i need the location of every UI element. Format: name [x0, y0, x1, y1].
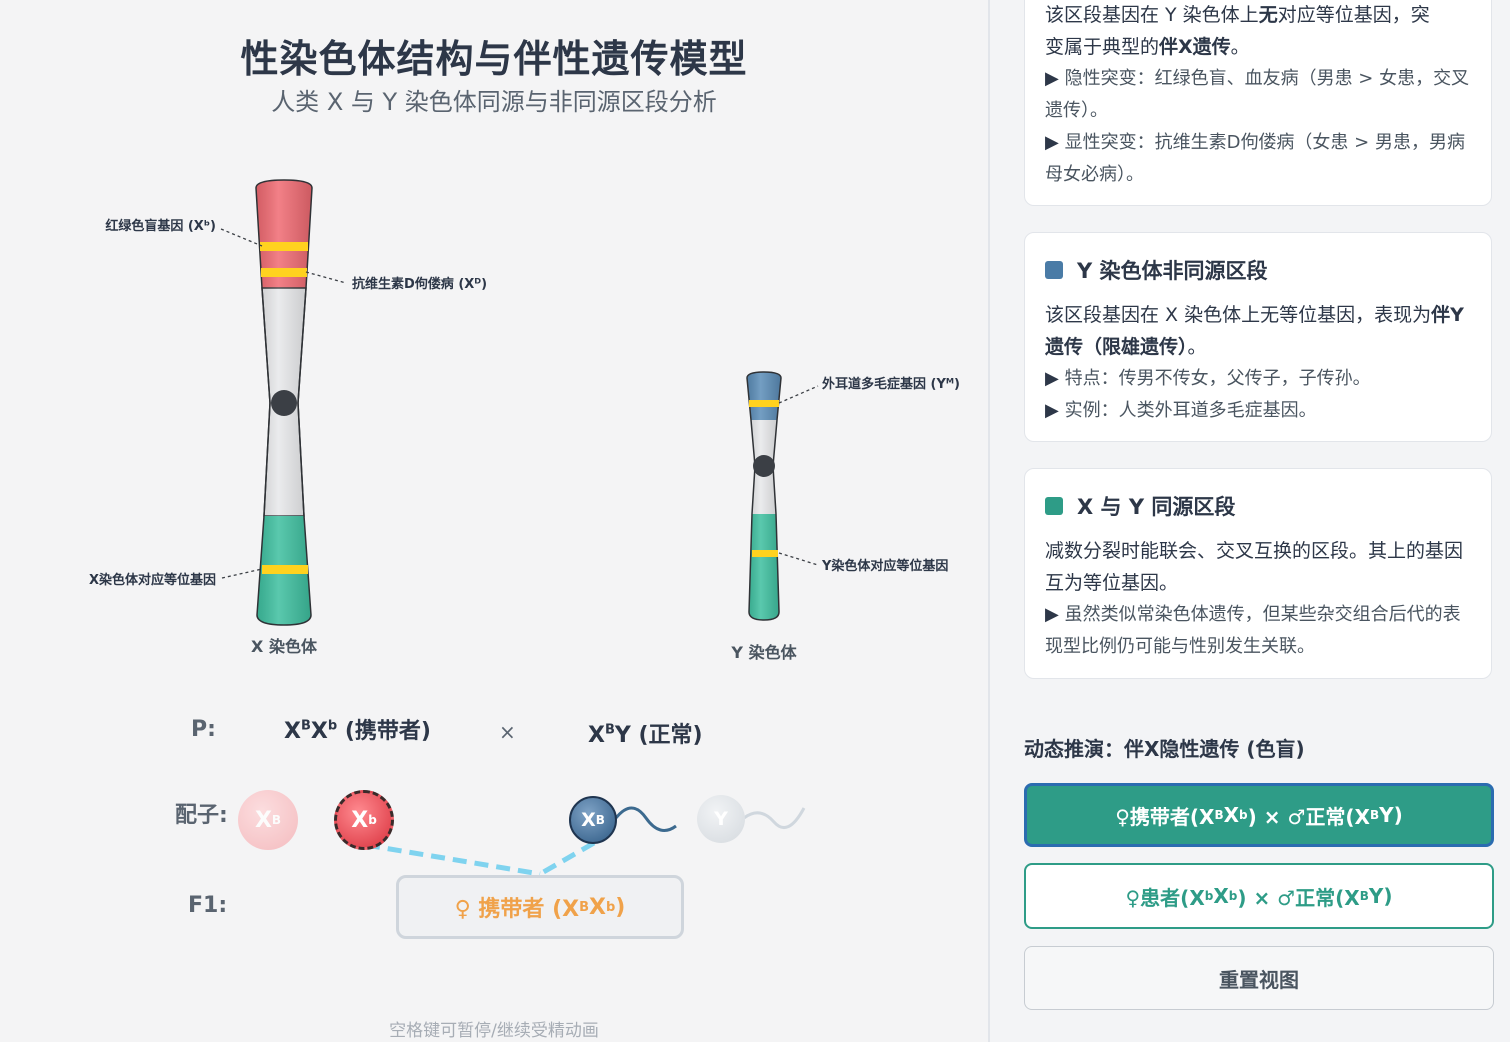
x-chromosome[interactable]	[255, 179, 313, 626]
reset-view-button[interactable]: 重置视图	[1024, 946, 1494, 1010]
x-chromosome-label: X 染色体	[251, 637, 318, 656]
gamete-label: 配子:	[175, 803, 228, 828]
fertilization-line-male	[538, 840, 596, 877]
gene-band-x-homolog	[262, 565, 308, 574]
xy-color-swatch	[1045, 497, 1063, 515]
label-y-homolog-gene: Y染色体对应等位基因	[821, 558, 948, 574]
card-xy-title: X 与 Y 同源区段	[1045, 491, 1471, 521]
label-hairy-gene: 外耳道多毛症基因 (Yᴹ)	[821, 376, 960, 392]
card-y-point-example: 实例：人类外耳道多毛症基因。	[1045, 395, 1471, 427]
female-parent-genotype: XBXb (携带者)	[284, 718, 431, 744]
demo-section-title: 动态推演：伴X隐性遗传 (色盲)	[1024, 737, 1305, 761]
page-subtitle: 人类 X 与 Y 染色体同源与非同源区段分析	[271, 88, 717, 116]
chromosome-diagram: 红绿色盲基因 (Xᵇ) 抗维生素D佝偻病 (Xᴰ) X染色体对应等位基因 外耳道…	[89, 179, 960, 877]
gene-band-rickets	[261, 268, 307, 277]
p-label: P:	[191, 717, 216, 742]
y-centromere	[753, 455, 775, 477]
x-centromere	[271, 390, 297, 416]
card-y-nonhomolog: Y 染色体非同源区段 该区段基因在 X 染色体上无等位基因，表现为伴Y遗传（限雄…	[1024, 232, 1492, 442]
gamete-male-y[interactable]: Y	[697, 795, 745, 843]
card-xy-lead: 减数分裂时能联会、交叉互换的区段。其上的基因互为等位基因。	[1045, 540, 1464, 594]
label-colorblind-gene: 红绿色盲基因 (Xᵇ)	[105, 218, 216, 234]
card-y-title: Y 染色体非同源区段	[1045, 255, 1471, 285]
label-x-homolog-gene: X染色体对应等位基因	[89, 572, 216, 588]
card-xy-point: 虽然类似常染色体遗传，但某些杂交组合后代的表现型比例仍可能与性别发生关联。	[1045, 599, 1471, 663]
gene-band-y-homolog	[752, 550, 778, 557]
card-x-point-recessive: 隐性突变：红绿色盲、血友病（男患 > 女患，交叉遗传）。	[1045, 63, 1471, 127]
card-x-point-dominant: 显性突变：抗维生素D佝偻病（女患 > 男患，男病母女必病）。	[1045, 127, 1471, 191]
y-chromosome[interactable]	[746, 371, 782, 621]
fertilization-line-female	[365, 842, 541, 877]
label-rickets-gene: 抗维生素D佝偻病 (Xᴰ)	[352, 276, 487, 292]
y-chromosome-label: Y 染色体	[730, 643, 797, 662]
cross-symbol: ×	[499, 720, 516, 744]
animation-hint: 空格键可暂停/继续受精动画	[389, 1021, 599, 1041]
page-title: 性染色体结构与伴性遗传模型	[240, 37, 748, 81]
card-xy-homolog: X 与 Y 同源区段 减数分裂时能联会、交叉互换的区段。其上的基因互为等位基因。…	[1024, 468, 1492, 679]
card-y-point-feature: 特点：传男不传女，父传子，子传孙。	[1045, 363, 1471, 395]
gene-band-hairy	[749, 400, 779, 407]
sperm-tail-y	[743, 807, 806, 830]
y-color-swatch	[1045, 261, 1063, 279]
sperm-tail-xb	[614, 806, 677, 832]
card-x-text: 该区段基因在 Y 染色体上无对应等位基因，突变属于典型的伴X遗传。	[1045, 4, 1430, 58]
diagram-area: 性染色体结构与伴性遗传模型 人类 X 与 Y 染色体同源与非同源区段分析	[88, 37, 960, 1041]
f1-label: F1:	[188, 893, 228, 918]
card-y-lead: 该区段基因在 X 染色体上无等位基因，表现为伴Y遗传（限雄遗传）。	[1045, 304, 1464, 358]
gene-band-colorblind	[260, 242, 308, 251]
male-parent-genotype: XBY (正常)	[588, 722, 703, 748]
